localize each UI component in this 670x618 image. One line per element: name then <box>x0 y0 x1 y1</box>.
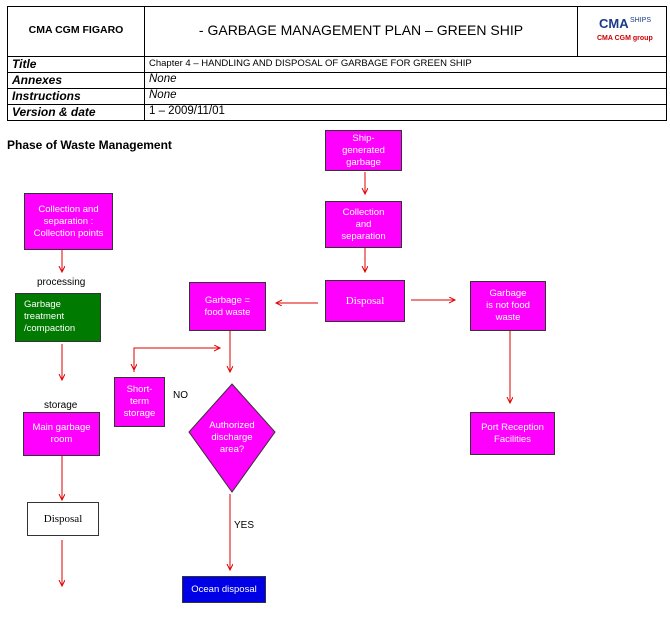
cma-ships-logo: CMA SHIPS CMA CGM group <box>580 14 666 50</box>
logo-group-text: CMA CGM group <box>597 35 653 42</box>
logo-sub-text: SHIPS <box>630 17 652 24</box>
meta-label-instructions: Instructions <box>12 89 81 103</box>
port-reception-box: Port Reception Facilities <box>470 412 555 455</box>
arrow <box>133 348 220 372</box>
yes-label: YES <box>234 520 255 531</box>
diagram-heading: Phase of Waste Management <box>7 138 172 152</box>
disposal-center-box: Disposal <box>325 280 405 322</box>
authorized-discharge-text: Authorized discharge area? <box>209 420 255 455</box>
disposal-left-box: Disposal <box>27 502 99 536</box>
logo-main-text: CMA <box>599 16 629 31</box>
meta-value-title: Chapter 4 – HANDLING AND DISPOSAL OF GAR… <box>149 58 472 69</box>
main-garbage-room-box: Main garbage room <box>23 412 100 456</box>
short-term-storage-box: Short-term storage <box>114 377 165 427</box>
meta-value-version: 1 – 2009/11/01 <box>149 105 225 117</box>
garbage-treatment-box: Garbage treatment /compaction <box>15 293 101 342</box>
meta-value-instructions: None <box>149 89 177 101</box>
meta-value-annexes: None <box>149 73 177 85</box>
collection-points-box: Collection and separation : Collection p… <box>24 193 113 250</box>
meta-row-line <box>7 104 667 105</box>
ship-name: CMA CGM FIGARO <box>28 24 124 36</box>
processing-label: processing <box>37 277 86 288</box>
ocean-disposal-box: Ocean disposal <box>182 576 266 603</box>
not-food-waste-box: Garbage is not food waste <box>470 281 546 331</box>
header-divider <box>577 6 578 56</box>
header-row-line <box>7 56 667 57</box>
decision-diamond <box>188 383 276 493</box>
document-title: - GARBAGE MANAGEMENT PLAN – GREEN SHIP <box>198 22 524 38</box>
collection-separation-box: Collection and separation <box>325 201 402 248</box>
food-waste-box: Garbage = food waste <box>189 282 266 331</box>
header-table <box>7 6 667 121</box>
meta-label-title: Title <box>12 57 37 71</box>
meta-label-annexes: Annexes <box>12 73 63 87</box>
storage-label: storage <box>44 400 78 411</box>
meta-row-line <box>7 88 667 89</box>
header-divider <box>144 6 145 56</box>
meta-row-line <box>7 72 667 73</box>
no-label: NO <box>173 390 188 401</box>
ship-generated-garbage-box: Ship-generated garbage <box>325 130 402 171</box>
meta-label-version: Version & date <box>12 105 96 119</box>
